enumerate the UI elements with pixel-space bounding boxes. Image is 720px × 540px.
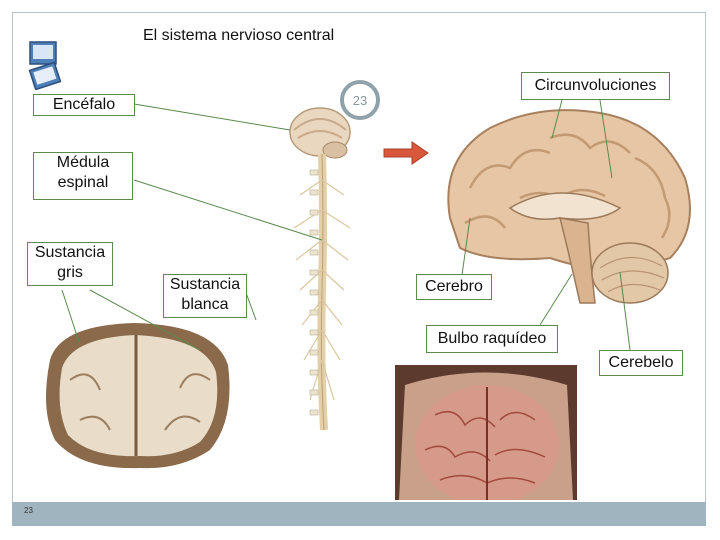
footer-bar <box>12 502 706 526</box>
label-encefalo: Encéfalo <box>33 94 135 116</box>
label-bulbo-raquideo: Bulbo raquídeo <box>426 325 558 353</box>
label-sustancia-blanca: Sustancia blanca <box>163 274 247 318</box>
brain-surface-photo <box>395 365 577 500</box>
label-sustancia-gris: Sustancia gris <box>27 242 113 286</box>
brain-coronal-section-photo <box>40 320 235 470</box>
slide-number-badge: 23 <box>340 80 380 120</box>
label-medula-espinal: Médula espinal <box>33 152 133 200</box>
label-circunvoluciones: Circunvoluciones <box>521 72 670 100</box>
slide-title: El sistema nervioso central <box>143 27 335 44</box>
page-number: 23 <box>24 506 33 515</box>
label-cerebro: Cerebro <box>416 274 492 300</box>
slide-thumbnail-icon <box>28 41 62 90</box>
arrow-right-icon <box>383 141 429 165</box>
label-cerebelo: Cerebelo <box>599 350 683 376</box>
spinal-cord-illustration <box>289 107 351 431</box>
